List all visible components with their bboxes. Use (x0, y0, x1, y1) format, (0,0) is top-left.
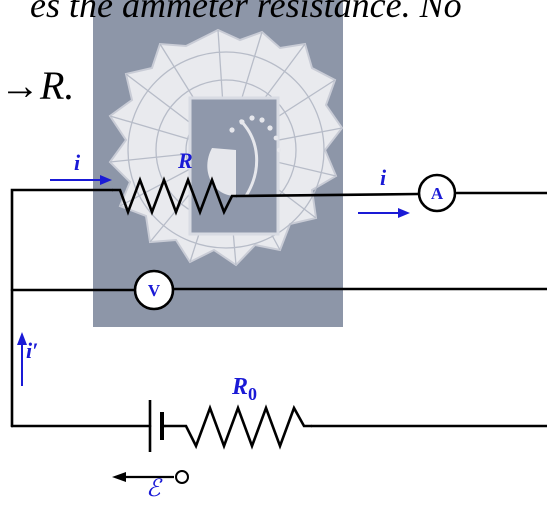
resistor-r (112, 176, 237, 216)
watermark-logo (93, 0, 344, 327)
emf-arrow (112, 470, 189, 484)
label-resistor-0-sub: 0 (248, 383, 258, 404)
resistor-r0 (166, 404, 312, 450)
header-formula: →R. (0, 62, 74, 109)
ammeter-label: A (431, 184, 444, 203)
header-text: es the ammeter resistance. No (30, 0, 462, 25)
target-symbol: R. (40, 63, 75, 108)
label-resistor: R (178, 148, 193, 173)
current-arrows (17, 175, 410, 386)
label-emf: ℰ (146, 476, 161, 502)
voltmeter-label: V (148, 281, 161, 300)
arrow-symbol: → (0, 63, 40, 108)
label-current-out: i (380, 165, 387, 190)
label-resistor-0: R0 (232, 374, 257, 405)
label-resistor-0-main: R (232, 374, 249, 400)
label-current-in: i (74, 150, 81, 175)
label-current-branch: i′ (26, 338, 39, 363)
voltmeter: V (133, 269, 175, 311)
ammeter: A (417, 173, 457, 213)
battery (148, 400, 166, 452)
wires (10, 188, 547, 428)
